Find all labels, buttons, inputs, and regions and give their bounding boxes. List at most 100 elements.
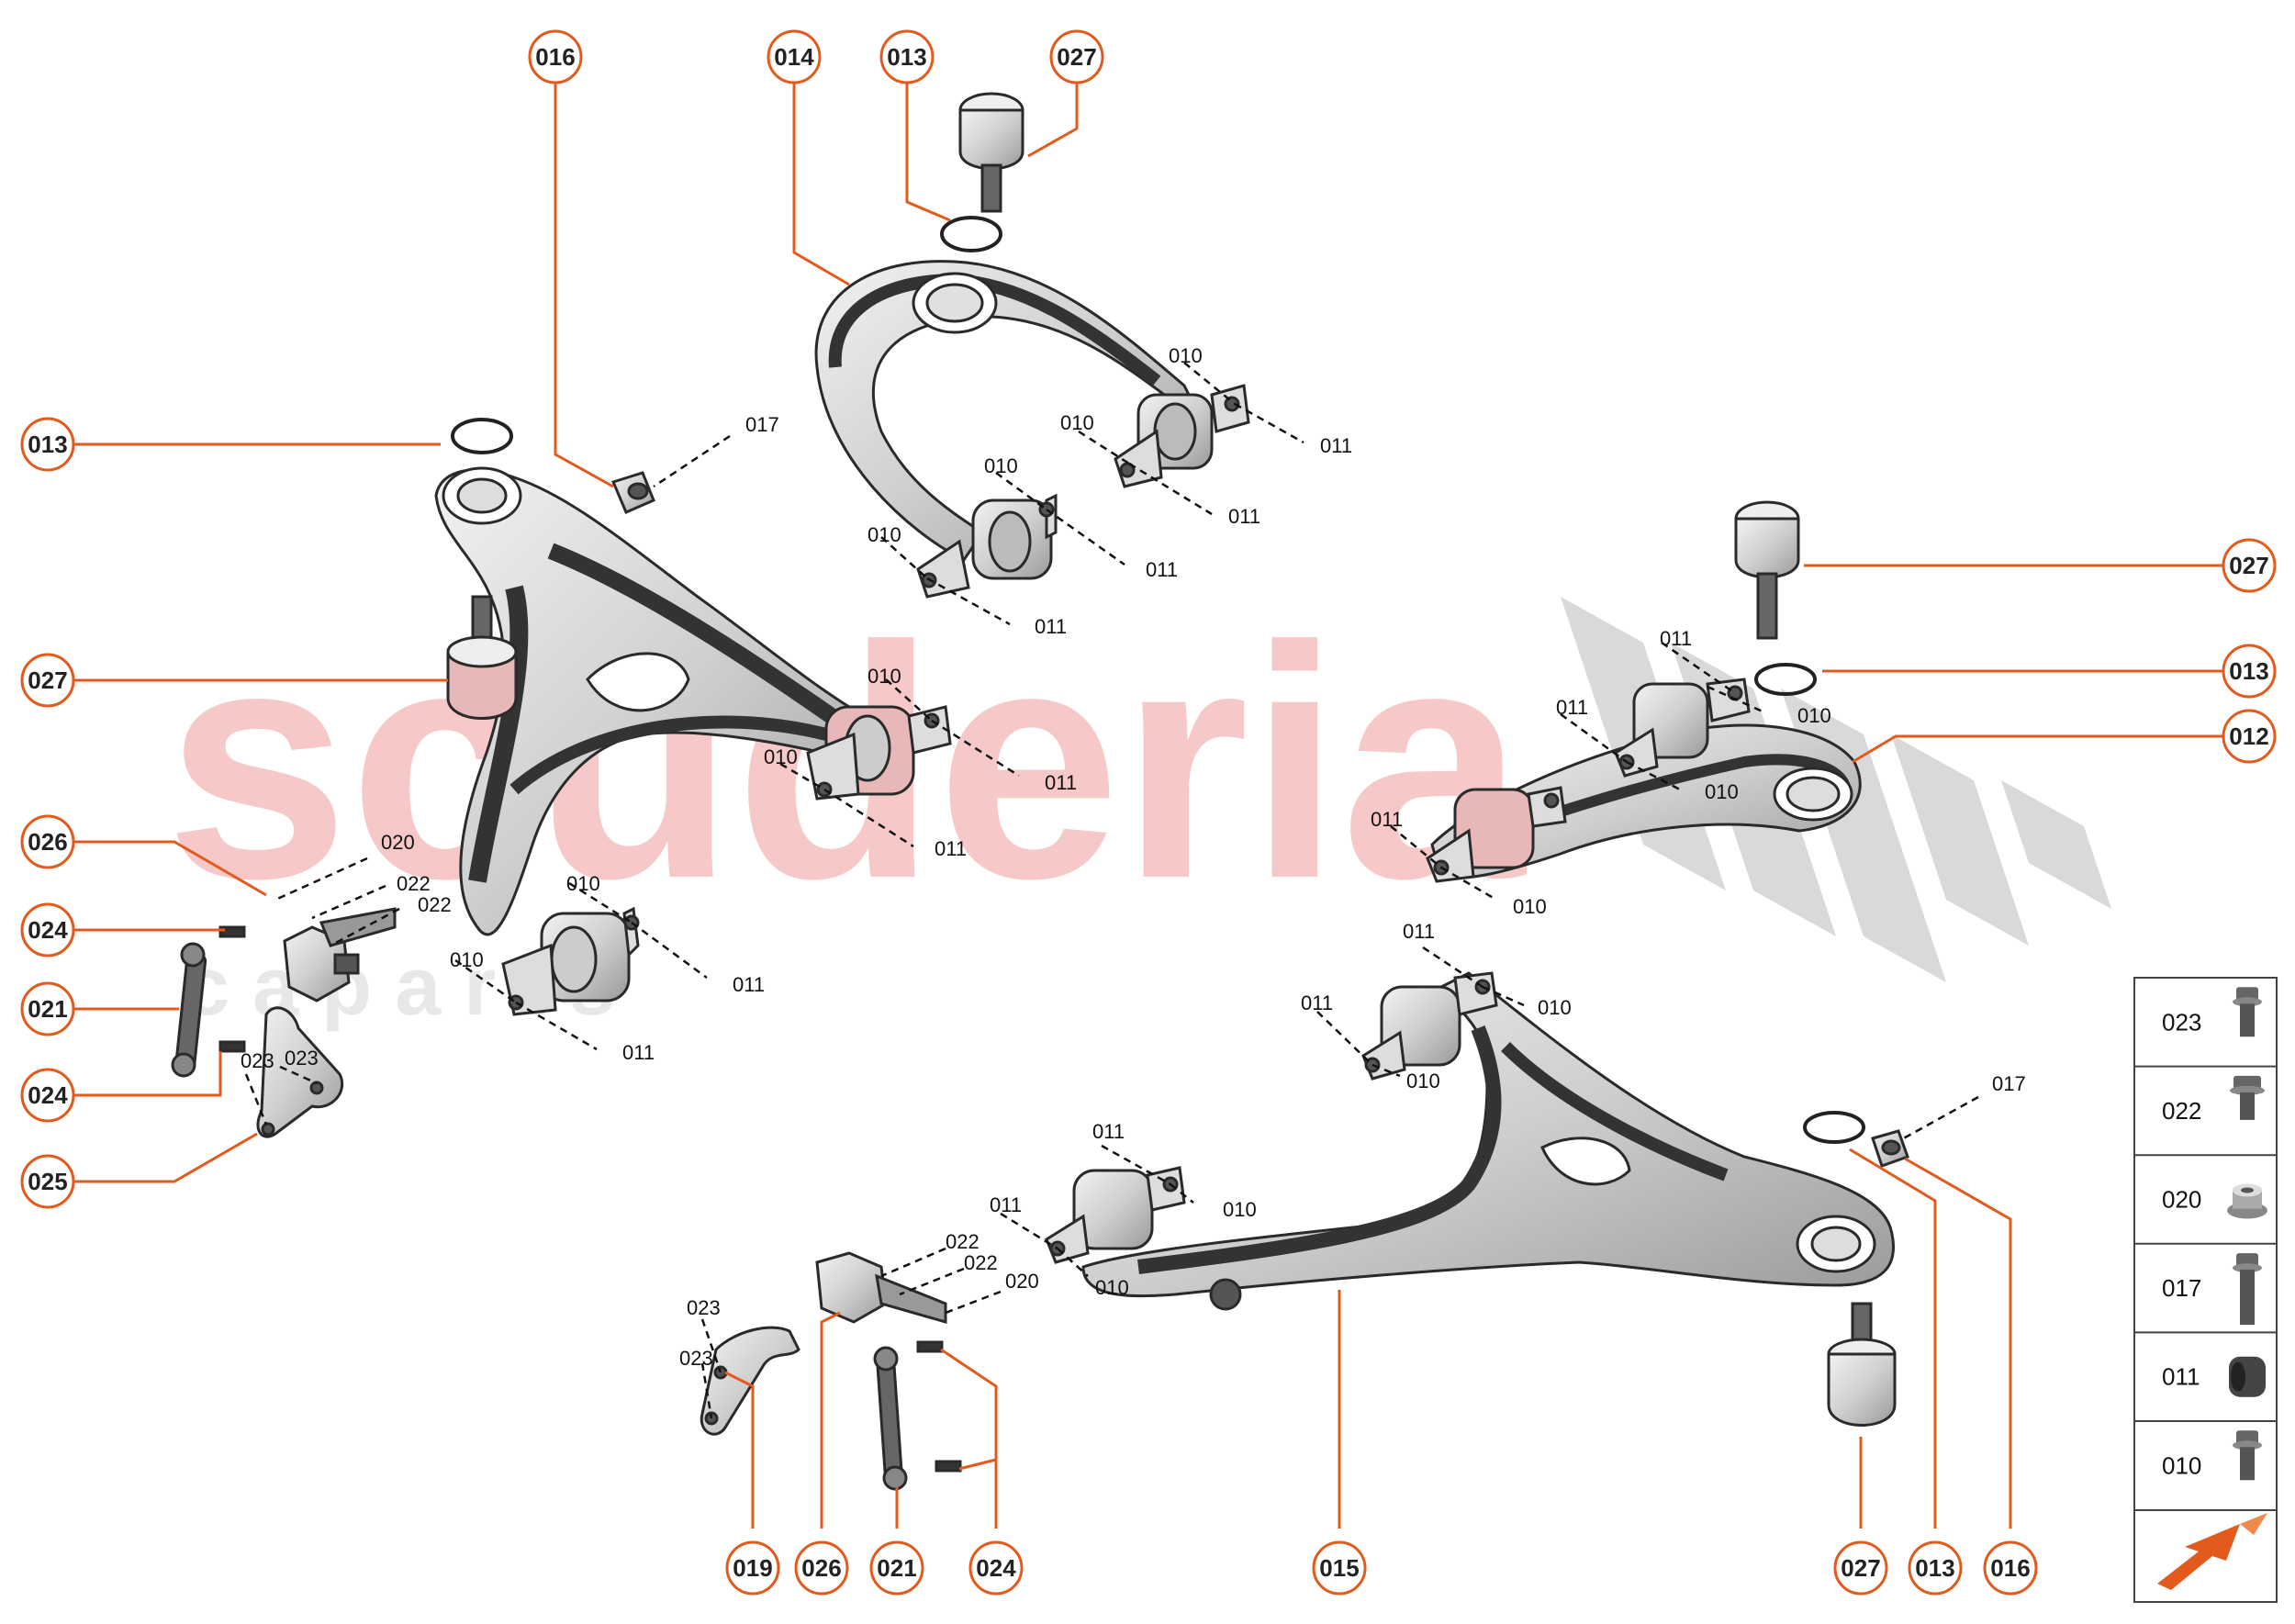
long-bolt-icon <box>2233 1253 2262 1326</box>
bushing-upper-left-1 <box>1114 384 1250 488</box>
callout-label: 025 <box>28 1168 67 1195</box>
callout-013: 013 <box>20 417 75 472</box>
part-label-023: 023 <box>285 1047 319 1070</box>
part-label-011: 011 <box>935 837 967 860</box>
bushing-016-left <box>610 471 655 514</box>
bushing-upper-right-1 <box>1614 678 1751 778</box>
callout-024: 024 <box>20 902 75 958</box>
callout-label: 013 <box>28 431 67 458</box>
ball-joint-right-bottom <box>1827 1302 1897 1427</box>
callout-026: 026 <box>794 1540 849 1596</box>
part-labels: 017 010 011 010 011 010 011 010 011 010 011 010 011 0… <box>241 344 2026 1370</box>
circlip-right-top <box>1754 663 1817 696</box>
part-label-011: 011 <box>1045 771 1077 794</box>
ball-joint-left <box>446 595 518 720</box>
callout-027: 027 <box>1833 1540 1888 1596</box>
part-label-010: 010 <box>1513 895 1547 918</box>
bushing-lower-right-2 <box>1045 1166 1186 1264</box>
callout-label: 027 <box>2229 552 2268 579</box>
legend-code: 011 <box>2162 1363 2200 1391</box>
part-label-011: 011 <box>1403 920 1435 943</box>
part-label-010: 010 <box>984 454 1018 477</box>
sensor-link-right <box>873 1346 908 1491</box>
callout-label: 013 <box>887 43 926 71</box>
part-label-011: 011 <box>1146 558 1178 581</box>
part-label-011: 011 <box>1556 696 1588 719</box>
callout-label: 021 <box>877 1554 916 1582</box>
part-label-011: 011 <box>1228 505 1260 528</box>
callout-label: 024 <box>976 1554 1016 1582</box>
callout-013: 013 <box>2222 644 2277 699</box>
part-label-010: 010 <box>1095 1276 1129 1299</box>
part-label-017: 017 <box>745 413 779 436</box>
callout-015: 015 <box>1312 1540 1367 1596</box>
part-label-011: 011 <box>1660 627 1692 650</box>
callout-label: 012 <box>2229 722 2268 750</box>
part-label-011: 011 <box>622 1041 655 1064</box>
part-label-010: 010 <box>1705 780 1739 803</box>
callout-label: 024 <box>28 916 68 944</box>
callout-021: 021 <box>869 1540 924 1596</box>
part-label-010: 010 <box>1223 1198 1257 1221</box>
part-label-010: 010 <box>566 872 600 895</box>
callout-016: 016 <box>528 29 583 84</box>
callout-label: 014 <box>774 43 814 71</box>
bushing-lower-right-1 <box>1361 971 1498 1081</box>
bolt-icon <box>2233 1430 2262 1481</box>
part-label-022: 022 <box>397 872 431 895</box>
callout-026: 026 <box>20 814 75 869</box>
part-label-010: 010 <box>868 523 901 546</box>
callout-leaders <box>73 79 2231 1529</box>
lower-control-arm-left <box>434 466 902 936</box>
part-label-011: 011 <box>1035 615 1067 638</box>
callout-013: 013 <box>1908 1540 1963 1596</box>
upper-control-arm-right <box>1430 723 1862 879</box>
part-label-010: 010 <box>1797 704 1831 727</box>
part-label-010: 010 <box>1169 344 1203 367</box>
legend-code: 023 <box>2162 1008 2201 1036</box>
part-label-010: 010 <box>1538 996 1572 1019</box>
part-label-011: 011 <box>1320 434 1352 457</box>
legend-code: 017 <box>2162 1274 2201 1302</box>
upper-control-arm-left <box>814 260 1206 562</box>
screw-024-d <box>935 1460 962 1473</box>
hex-bolt-icon <box>2230 1075 2265 1120</box>
callout-circles: 016 014 013 027 013 027 026 024 021 024 025 027 013 0… <box>20 29 2277 1596</box>
bushing-lower-left-1 <box>806 705 952 801</box>
callout-027: 027 <box>2222 538 2277 593</box>
callout-label: 021 <box>28 995 67 1023</box>
legend-row-023: 023 <box>2162 987 2262 1037</box>
circlip-right-bottom <box>1803 1111 1865 1144</box>
part-label-010: 010 <box>868 665 901 688</box>
callout-label: 013 <box>2229 657 2268 685</box>
callout-label: 013 <box>1915 1554 1954 1582</box>
part-label-022: 022 <box>418 893 452 916</box>
part-label-020: 020 <box>1005 1270 1039 1293</box>
callout-014: 014 <box>767 29 822 84</box>
part-label-023: 023 <box>679 1347 713 1370</box>
ride-height-sensor-left <box>283 907 397 1002</box>
legend-row-020: 020 <box>2134 1154 2277 1219</box>
bushing-upper-left-2 <box>916 493 1058 599</box>
callout-021: 021 <box>20 981 75 1036</box>
sensor-link-left <box>171 942 207 1078</box>
ride-height-sensor-right <box>815 1251 947 1324</box>
callout-024: 024 <box>20 1068 75 1123</box>
dashed-leaders <box>244 362 1979 1419</box>
callout-016: 016 <box>1983 1540 2038 1596</box>
callout-label: 016 <box>1990 1554 2030 1582</box>
legend-code: 020 <box>2162 1186 2201 1214</box>
legend-row-022: 022 <box>2134 1065 2277 1125</box>
bushing-016-right <box>1871 1129 1909 1168</box>
screw-024-a <box>218 925 246 938</box>
callout-019: 019 <box>725 1540 780 1596</box>
part-label-020: 020 <box>381 831 415 854</box>
callout-025: 025 <box>20 1154 75 1209</box>
callout-label: 027 <box>28 666 67 694</box>
part-label-023: 023 <box>687 1296 721 1319</box>
part-label-011: 011 <box>1301 991 1333 1014</box>
callout-012: 012 <box>2222 709 2277 764</box>
bushing-upper-right-2 <box>1426 786 1567 883</box>
